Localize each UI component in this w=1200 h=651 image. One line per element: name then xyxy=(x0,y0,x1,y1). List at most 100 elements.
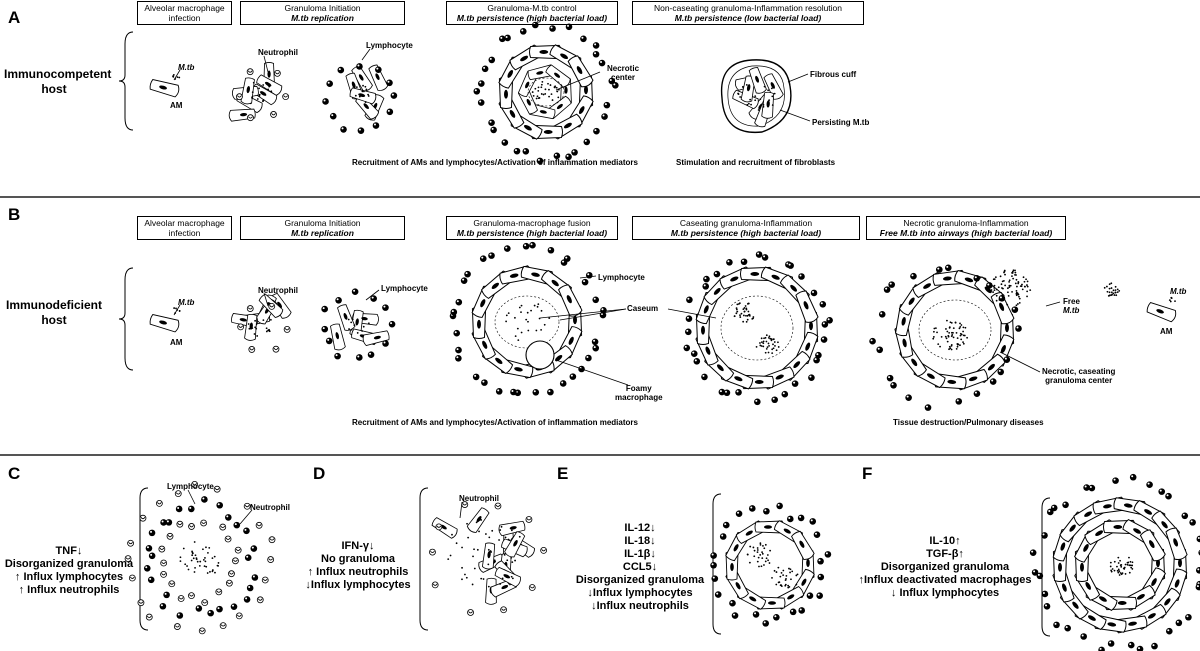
bacterium-dot xyxy=(749,545,752,548)
bacterium-dot xyxy=(548,95,550,98)
bacterium-dot xyxy=(756,551,759,554)
lymphocyte-cell xyxy=(325,337,333,345)
neutrophil-cell xyxy=(246,305,254,313)
free-mtb-bacteria xyxy=(1004,284,1007,287)
bacterium-dot xyxy=(747,310,750,313)
bracket xyxy=(1041,497,1051,637)
neutrophil-cell xyxy=(177,595,185,602)
bacterium-dot xyxy=(465,576,468,579)
bacterium-dot xyxy=(785,574,788,577)
bacterium-dot xyxy=(950,335,953,338)
bacterium-dot xyxy=(963,334,966,337)
free-mtb-bacteria xyxy=(1004,273,1006,276)
bacterium-dot xyxy=(773,569,776,572)
lymphocyte-cell xyxy=(1165,492,1172,500)
bacterium-dot xyxy=(363,90,365,93)
neutrophil-cell xyxy=(268,536,276,544)
bacterium-dot xyxy=(204,557,206,559)
bacterium-dot xyxy=(1117,571,1120,574)
bacterium-dot xyxy=(506,559,509,562)
lymphocyte-cell xyxy=(761,254,769,261)
macrophage-cell xyxy=(465,506,491,535)
leader-line xyxy=(173,69,181,81)
bacterium-dot xyxy=(959,322,961,325)
stage-box-a4: Non-caseating granuloma-Inflammation res… xyxy=(632,1,864,25)
fibrous-cuff-label: Fibrous cuff xyxy=(810,70,857,79)
lymphocyte-cell xyxy=(789,608,797,616)
free-mtb-bacteria xyxy=(1015,294,1018,297)
neutrophil-cell xyxy=(267,556,275,564)
bacterium-dot xyxy=(190,559,193,562)
bacterium-dot xyxy=(955,348,958,350)
bacterium-dot xyxy=(248,327,251,330)
bacterium-dot xyxy=(789,571,791,574)
mtb-bacteria xyxy=(172,75,175,78)
lymphocyte-cell xyxy=(797,514,805,522)
lymphocyte-cell xyxy=(207,609,214,617)
lymphocyte-cell xyxy=(989,378,997,385)
bacterium-dot xyxy=(762,544,764,547)
bacterium-dot xyxy=(256,335,259,337)
alveolar-macrophage xyxy=(1145,300,1178,323)
bacterium-dot xyxy=(946,330,949,333)
neutrophil-cell xyxy=(467,609,474,616)
lymphocyte-cell xyxy=(591,338,599,346)
neutrophil-cell xyxy=(540,546,548,554)
macrophage-cell xyxy=(1138,527,1167,564)
am-label-right: AM xyxy=(1160,327,1173,336)
effect-line: ↑ Influx neutrophils xyxy=(18,584,120,596)
bacterium-dot xyxy=(945,337,948,340)
lymphocyte-cell xyxy=(340,126,347,133)
bacterium-dot xyxy=(768,99,771,102)
bacterium-dot xyxy=(476,548,479,551)
lymphocyte-cell xyxy=(817,557,824,565)
foamy-macrophage xyxy=(525,340,555,370)
bacterium-dot xyxy=(777,566,780,569)
lymphocyte-cell xyxy=(798,273,805,280)
bacterium-dot xyxy=(518,306,521,309)
lymphocyte-cell xyxy=(473,87,481,95)
lymphocyte-cell xyxy=(1080,633,1087,640)
bacterium-dot xyxy=(265,330,268,333)
lymphocyte-cell xyxy=(455,298,463,306)
free-mtb-bacteria xyxy=(1022,276,1025,279)
bacterium-dot xyxy=(767,351,770,354)
bacterium-dot xyxy=(537,303,540,306)
bacterium-dot xyxy=(1113,560,1116,563)
panel-b-host-label: Immunodeficient host xyxy=(4,298,104,328)
bacterium-dot xyxy=(750,103,752,106)
leader-line xyxy=(459,501,463,519)
necrotic-outline xyxy=(720,295,794,361)
lymphocyte-cell xyxy=(1015,325,1022,332)
stage-line-2: M.tb persistence (high bacterial load) xyxy=(456,13,608,23)
bacterium-dot xyxy=(1128,564,1131,567)
lymphocyte-cell xyxy=(791,380,799,387)
leader-line xyxy=(173,304,181,316)
free-mtb-bacteria xyxy=(995,288,998,291)
bacterium-dot xyxy=(948,348,950,351)
bacterium-dot xyxy=(767,89,770,92)
lymphocyte-cell xyxy=(603,101,611,109)
lymphocyte-cell xyxy=(1175,619,1183,627)
necrotic-outline xyxy=(527,77,565,107)
neutrophil-label-c: Neutrophil xyxy=(250,503,290,512)
lymphocyte-cell xyxy=(529,241,536,249)
free-mtb-bacteria xyxy=(1108,287,1111,290)
bacterium-dot xyxy=(763,564,765,566)
bacterium-dot xyxy=(186,565,188,567)
lymphocyte-cell xyxy=(351,288,359,296)
lymphocyte-cell xyxy=(372,122,380,129)
lymphocyte-cell xyxy=(159,602,167,610)
effect-line: IL-12↓ xyxy=(624,522,656,534)
neutrophil-cell xyxy=(500,606,508,614)
free-mtb-bacteria xyxy=(1023,280,1026,283)
bacterium-dot xyxy=(770,339,773,342)
neutrophil-cell xyxy=(283,325,291,333)
caption-tissue: Tissue destruction/Pulmonary diseases xyxy=(893,418,1044,427)
lymphocyte-cell xyxy=(754,398,761,406)
lymphocyte-cell xyxy=(787,262,794,269)
neutrophil-cell xyxy=(234,546,242,554)
bacterium-dot xyxy=(964,326,967,329)
